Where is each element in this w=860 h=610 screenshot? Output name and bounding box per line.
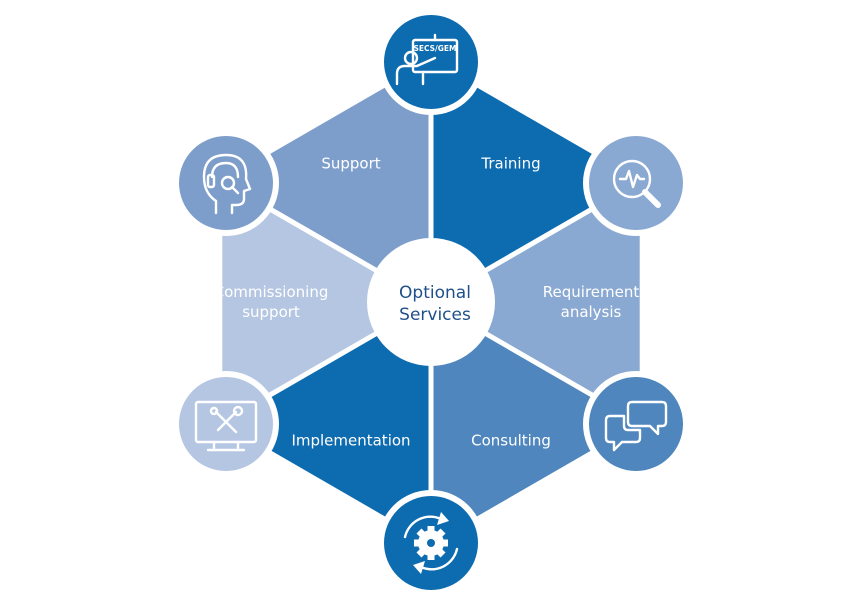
presentation-board-icon: SECS/GEM <box>395 33 459 86</box>
segment-label-line: Training <box>480 154 540 172</box>
segment-implementation <box>222 302 431 543</box>
segment-label-support: Support <box>321 154 380 172</box>
consulting-badge <box>583 371 689 477</box>
gear-cycle-icon <box>403 512 459 574</box>
segment-support <box>222 61 431 302</box>
segment-label-training: Training <box>480 154 540 172</box>
center-title-line2: Services <box>399 305 471 325</box>
board-text: SECS/GEM <box>413 44 456 53</box>
segment-label-implementation: Implementation <box>291 432 410 450</box>
segment-label-line: Support <box>321 154 380 172</box>
chat-bubbles-icon <box>604 400 668 452</box>
commissioning-support-badge <box>173 371 279 477</box>
support-badge <box>173 130 279 236</box>
segment-training <box>431 61 640 302</box>
segment-consulting <box>431 302 640 543</box>
segment-label-line: Commissioning <box>214 283 329 301</box>
monitor-tools-icon <box>194 400 258 452</box>
segment-label-line: analysis <box>561 303 622 321</box>
segment-commissioning-support <box>222 181 431 423</box>
requirement-analysis-badge <box>583 130 689 236</box>
segment-label-requirement-analysis: Requirement analysis <box>543 283 640 321</box>
segment-requirement-analysis <box>431 181 640 423</box>
segment-label-line: Consulting <box>471 432 551 450</box>
training-badge: SECS/GEM <box>378 9 484 115</box>
segments-layer <box>222 61 640 543</box>
segment-label-line: Requirement <box>543 283 640 301</box>
headset-person-icon <box>202 153 252 215</box>
segment-label-consulting: Consulting <box>471 432 551 450</box>
center-circle <box>367 238 495 366</box>
segment-label-line: support <box>242 303 300 321</box>
center-title-line1: Optional <box>399 283 471 303</box>
segment-label-commissioning-support: Commissioning support <box>214 283 329 321</box>
implementation-badge <box>378 490 484 596</box>
magnifier-pulse-icon <box>612 159 661 208</box>
segment-label-line: Implementation <box>291 432 410 450</box>
